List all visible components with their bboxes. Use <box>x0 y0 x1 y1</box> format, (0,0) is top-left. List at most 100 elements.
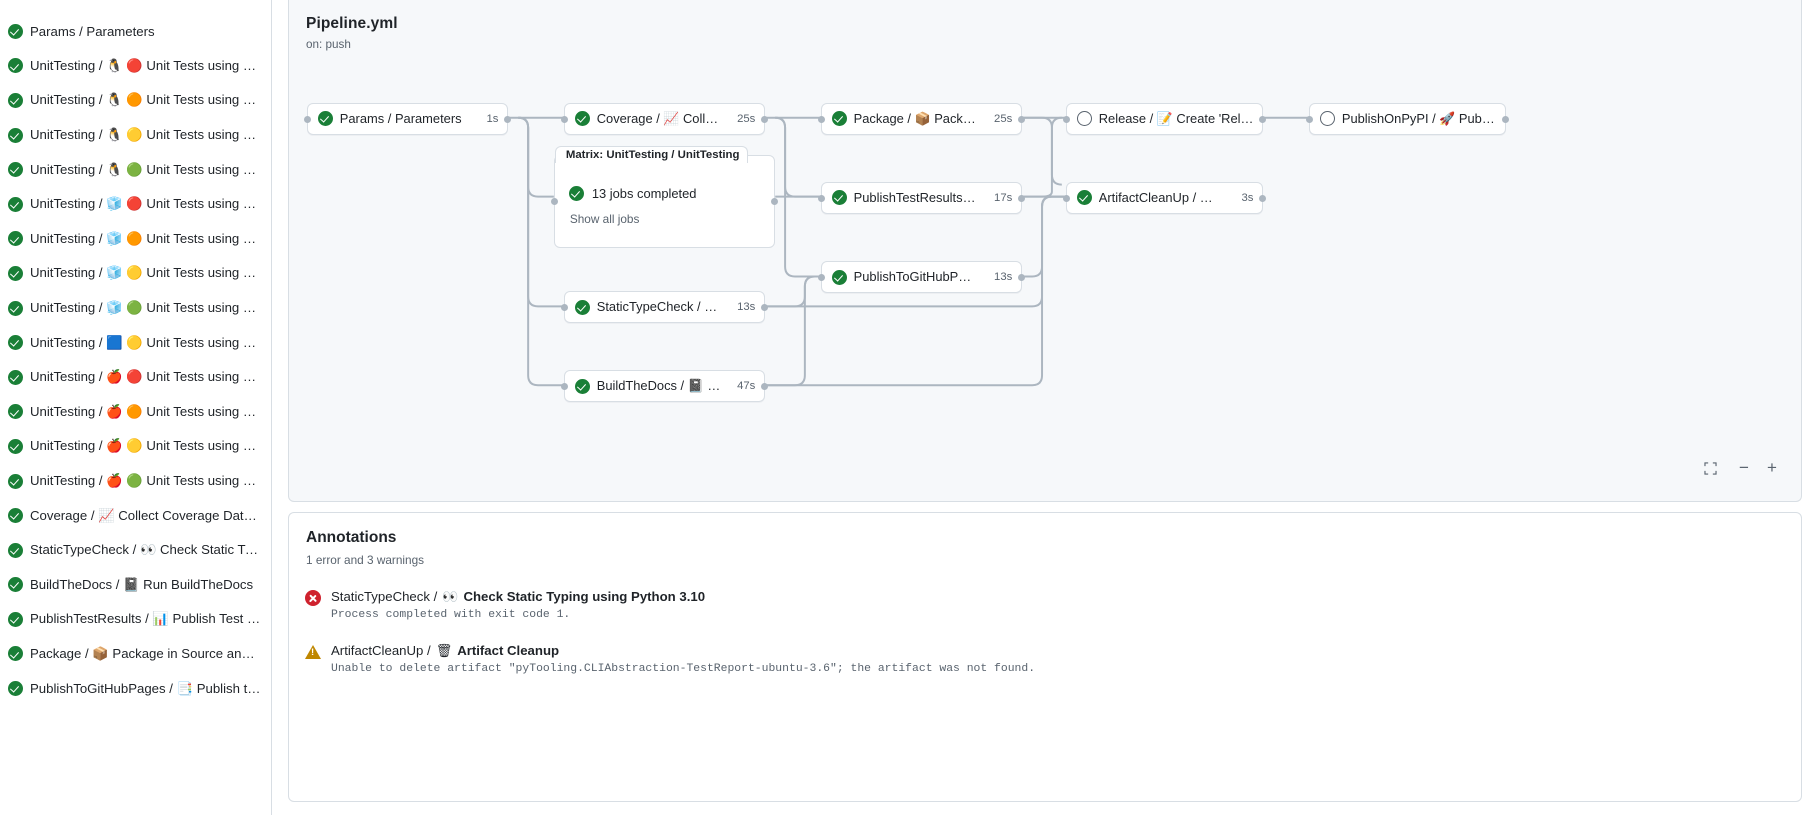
sidebar-item[interactable]: UnitTesting / 🧊 🟡 Unit Tests using Pyth.… <box>0 256 271 291</box>
graph-node-label: StaticTypeCheck / 👀 Chec... <box>596 299 721 315</box>
success-check-icon <box>8 58 23 74</box>
pending-circle-icon <box>1076 111 1092 127</box>
success-check-icon <box>1076 190 1092 206</box>
sidebar-item[interactable]: UnitTesting / 🍎 🟡 Unit Tests using Pyth.… <box>0 429 271 464</box>
node-input-port <box>817 194 825 202</box>
sidebar-item-label: UnitTesting / 🧊 🔴 Unit Tests using Pyth.… <box>30 196 261 212</box>
sidebar-item[interactable]: StaticTypeCheck / 👀 Check Static Typing.… <box>0 533 271 568</box>
sidebar-item-label: UnitTesting / 🟦 🟡 Unit Tests using Pyth.… <box>30 334 261 350</box>
sidebar-item-label: UnitTesting / 🍎 🟠 Unit Tests using Pyth.… <box>30 403 261 419</box>
node-input-port <box>560 383 568 391</box>
sidebar-item[interactable]: PublishToGitHubPages / 📑 Publish to G... <box>0 671 271 706</box>
sidebar-item[interactable]: UnitTesting / 🍎 🟠 Unit Tests using Pyth.… <box>0 395 271 430</box>
node-input-port <box>1062 194 1070 202</box>
sidebar-item[interactable]: UnitTesting / 🟦 🟡 Unit Tests using Pyth.… <box>0 325 271 360</box>
annotations-summary: 1 error and 3 warnings <box>306 553 425 567</box>
sidebar-item-label: PublishTestResults / 📊 Publish Test Resu… <box>30 611 261 627</box>
graph-node-label: Release / 📝 Create 'Release P... <box>1098 110 1254 126</box>
graph-node-coverage[interactable]: Coverage / 📈 Collect Cove...25s <box>560 102 769 135</box>
graph-node-label: BuildTheDocs / 📓 Run Buil... <box>596 378 721 394</box>
zoom-in-button[interactable]: + <box>1767 458 1777 477</box>
success-check-icon <box>574 378 590 394</box>
graph-node-label: Params / Parameters <box>339 111 462 127</box>
graph-node-builddocs[interactable]: BuildTheDocs / 📓 Run Buil... 47s <box>560 370 769 403</box>
success-check-icon <box>8 681 23 697</box>
annotations-title: Annotations <box>306 529 397 546</box>
workflow-header: Pipeline.yml on: push <box>289 0 1801 51</box>
annotation-step: Check Static Typing using Python 3.10 <box>463 589 706 604</box>
sidebar-item[interactable]: UnitTesting / 🧊 🔴 Unit Tests using Pyth.… <box>0 187 271 222</box>
node-input-port <box>560 304 568 312</box>
graph-node-duration: 13s <box>994 271 1013 284</box>
graph-node-label: PublishTestResults / 📊 Pu... <box>853 189 978 205</box>
sidebar-item[interactable]: UnitTesting / 🐧 🟡 Unit Tests using Pyth.… <box>0 118 271 153</box>
success-check-icon <box>8 92 23 108</box>
graph-node-statictype[interactable]: StaticTypeCheck / 👀 Chec...13s <box>560 291 769 324</box>
matrix-summary-row[interactable]: 13 jobs completed <box>568 185 774 201</box>
sidebar-item-label: Package / 📦 Package in Source and Wh... <box>30 645 261 661</box>
node-input-port <box>1305 115 1313 123</box>
sidebar-item[interactable]: Params / Parameters <box>0 14 271 49</box>
graph-node-label: Package / 📦 Package in So... <box>853 110 978 126</box>
annotation-body: StaticTypeCheck /👀Check Static Typing us… <box>331 589 705 621</box>
graph-node-artifact[interactable]: ArtifactCleanUp / 🗑 Artifac...3s <box>1062 181 1267 214</box>
sidebar-item[interactable]: UnitTesting / 🧊 🟠 Unit Tests using Pyth.… <box>0 222 271 257</box>
graph-zoom-controls[interactable]: − + <box>1699 457 1783 479</box>
zoom-out-button[interactable]: − <box>1739 458 1749 477</box>
fullscreen-icon[interactable] <box>1699 457 1721 479</box>
sidebar-item[interactable]: UnitTesting / 🐧 🟢 Unit Tests using Pyth.… <box>0 152 271 187</box>
show-all-jobs-link[interactable]: Show all jobs <box>569 211 640 226</box>
sidebar-item-label: StaticTypeCheck / 👀 Check Static Typing.… <box>30 542 261 558</box>
graph-edges <box>508 116 1309 387</box>
annotation-item: ArtifactCleanUp /🗑Artifact CleanupUnable… <box>289 621 1801 675</box>
annotation-heading[interactable]: ArtifactCleanUp /🗑Artifact Cleanup <box>331 643 1035 658</box>
success-check-icon <box>8 508 23 524</box>
graph-node-release[interactable]: Release / 📝 Create 'Release P... <box>1062 102 1267 135</box>
graph-node-label: ArtifactCleanUp / 🗑 Artifac... <box>1098 189 1226 205</box>
sidebar-item[interactable]: UnitTesting / 🍎 🔴 Unit Tests using Pyth.… <box>0 360 271 395</box>
success-check-icon <box>831 190 847 206</box>
sidebar-item[interactable]: UnitTesting / 🐧 🔴 Unit Tests using Pyth.… <box>0 49 271 84</box>
sidebar-item-label: PublishToGitHubPages / 📑 Publish to G... <box>30 680 261 696</box>
graph-node-duration: 47s <box>737 380 756 393</box>
success-check-icon <box>831 111 847 127</box>
success-check-icon <box>317 111 333 127</box>
annotation-heading[interactable]: StaticTypeCheck /👀Check Static Typing us… <box>331 589 705 604</box>
success-check-icon <box>8 369 23 385</box>
sidebar-item[interactable]: PublishTestResults / 📊 Publish Test Resu… <box>0 602 271 637</box>
workflow-graph-card: Pipeline.yml on: push <box>288 0 1802 502</box>
node-input-port <box>817 274 825 282</box>
sidebar-item[interactable]: Package / 📦 Package in Source and Wh... <box>0 637 271 672</box>
success-check-icon <box>8 404 23 420</box>
graph-node-package[interactable]: Package / 📦 Package in So...25s <box>817 102 1026 135</box>
success-check-icon <box>8 127 23 143</box>
graph-node-label: Coverage / 📈 Collect Cove... <box>596 110 722 126</box>
node-input-port <box>303 115 311 123</box>
node-output-port <box>761 383 769 391</box>
graph-node-label: PublishOnPyPI / 🚀 Publish to ... <box>1341 110 1497 126</box>
node-output-port <box>1259 115 1267 123</box>
sidebar-item-label: UnitTesting / 🐧 🟡 Unit Tests using Pyth.… <box>30 127 261 143</box>
sidebar-item[interactable]: BuildTheDocs / 📓 Run BuildTheDocs <box>0 568 271 603</box>
sidebar-item[interactable]: Coverage / 📈 Collect Coverage Data usi..… <box>0 498 271 533</box>
sidebar-item[interactable]: UnitTesting / 🐧 🟠 Unit Tests using Pyth.… <box>0 83 271 118</box>
graph-node-label: PublishToGitHubPages / 📑 ... <box>853 269 979 285</box>
sidebar-item[interactable]: UnitTesting / 🧊 🟢 Unit Tests using Pyth.… <box>0 291 271 326</box>
error-icon <box>305 590 321 606</box>
graph-node-duration: 17s <box>994 191 1013 204</box>
graph-node-pypi[interactable]: PublishOnPyPI / 🚀 Publish to ... <box>1305 102 1510 135</box>
sidebar-item[interactable]: UnitTesting / 🍎 🟢 Unit Tests using Pyth.… <box>0 464 271 499</box>
node-output-port <box>761 115 769 123</box>
page-title: Pipeline.yml <box>306 15 398 32</box>
node-output-port <box>1259 194 1267 202</box>
graph-node-testresults[interactable]: PublishTestResults / 📊 Pu... 17s <box>817 181 1026 214</box>
graph-node-ghpages[interactable]: PublishToGitHubPages / 📑 ... 13s <box>817 261 1026 294</box>
node-output-port <box>1502 115 1510 123</box>
